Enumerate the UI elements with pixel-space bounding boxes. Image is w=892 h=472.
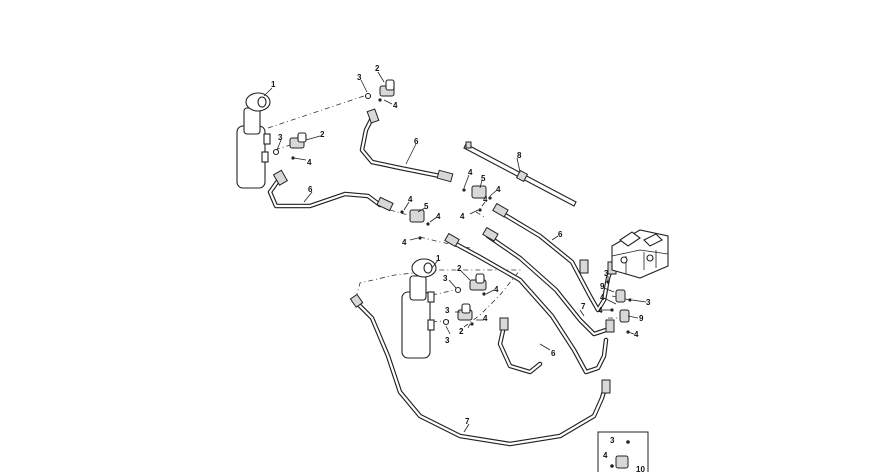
hose-left-6 [267,175,383,209]
elbow-fitting-lower-1 [469,273,487,291]
callout-labels: 1 2 3 4 2 3 4 6 6 8 4 5 4 4 4 4 5 4 4 6 … [271,64,651,472]
callout-4-tee-right-c: 4 [460,212,465,221]
callout-3-inset: 3 [610,436,615,445]
callout-4-tee-left-b: 4 [436,212,441,221]
callout-2-lower-b: 2 [459,327,464,336]
callout-7-center: 7 [581,302,586,311]
hose-upper-6 [359,115,443,179]
o-rings [272,92,632,334]
callout-3-lower-c: 3 [445,336,450,345]
callout-4-valve-b: 4 [598,306,603,315]
callout-3-lower-b: 3 [445,306,450,315]
callout-3-lower-a: 3 [443,274,448,283]
callout-1-lower: 1 [436,254,441,263]
hose-middle-6 [485,233,609,337]
callout-9-valve-a: 9 [600,282,605,291]
elbow-fitting-upper-left [289,132,307,149]
callout-1-upper: 1 [271,80,276,89]
elbow-fitting-top [379,79,395,97]
callout-4-valve-c: 4 [634,330,639,339]
callout-4-lower-b: 4 [483,314,488,323]
hydraulic-cylinder-upper [236,92,271,189]
callout-4-tee-right-d: 4 [483,195,488,204]
callout-4-tee-left-c: 4 [402,238,407,247]
hose-end-fittings [272,108,617,394]
hydraulic-cylinder-lower [401,258,437,359]
callout-2-lower-a: 2 [457,264,462,273]
callout-8: 8 [517,151,522,160]
callout-6-lower: 6 [551,349,556,358]
tee-fitting-left [409,209,425,223]
callout-5-tee-left: 5 [424,202,429,211]
callout-6-left: 6 [308,185,313,194]
callout-5-tee-right: 5 [481,174,486,183]
hose-center-7 [449,239,609,375]
callout-4-inset: 4 [603,451,608,460]
callout-3-upper-left: 3 [278,133,283,142]
leader-lines [263,71,647,433]
callout-3-top: 3 [357,73,362,82]
callout-4-top: 4 [393,101,398,110]
callout-7-long: 7 [465,417,470,426]
elbow-fitting-lower-2 [457,303,473,321]
adapter-fitting-9-lower [619,309,630,323]
callout-4-valve-a: 4 [600,293,605,302]
control-valve-block [611,229,669,279]
adapter-fitting-9-upper [615,289,626,303]
callout-2-top: 2 [375,64,380,73]
hose-lower-6 [497,323,543,375]
callout-9-valve-b: 9 [639,314,644,323]
callout-4-tee-right-b: 4 [496,185,501,194]
callout-6-right: 6 [558,230,563,239]
callout-3-valve-b: 3 [646,298,651,307]
callout-4-lower-a: 4 [494,285,499,294]
inset-detail-box [597,431,649,472]
callout-2-upper-left: 2 [320,130,325,139]
callout-4-tee-left-a: 4 [408,195,413,204]
hose-clamp-strap [463,141,577,207]
callout-3-valve-a: 3 [604,269,609,278]
tee-fitting-right [471,185,487,199]
hose-long-7 [355,301,609,447]
callout-6-upper: 6 [414,137,419,146]
callout-4-upper-left: 4 [307,158,312,167]
callout-4-tee-right-a: 4 [468,168,473,177]
callout-10-inset: 10 [636,465,645,472]
hose-right-6 [497,209,615,313]
